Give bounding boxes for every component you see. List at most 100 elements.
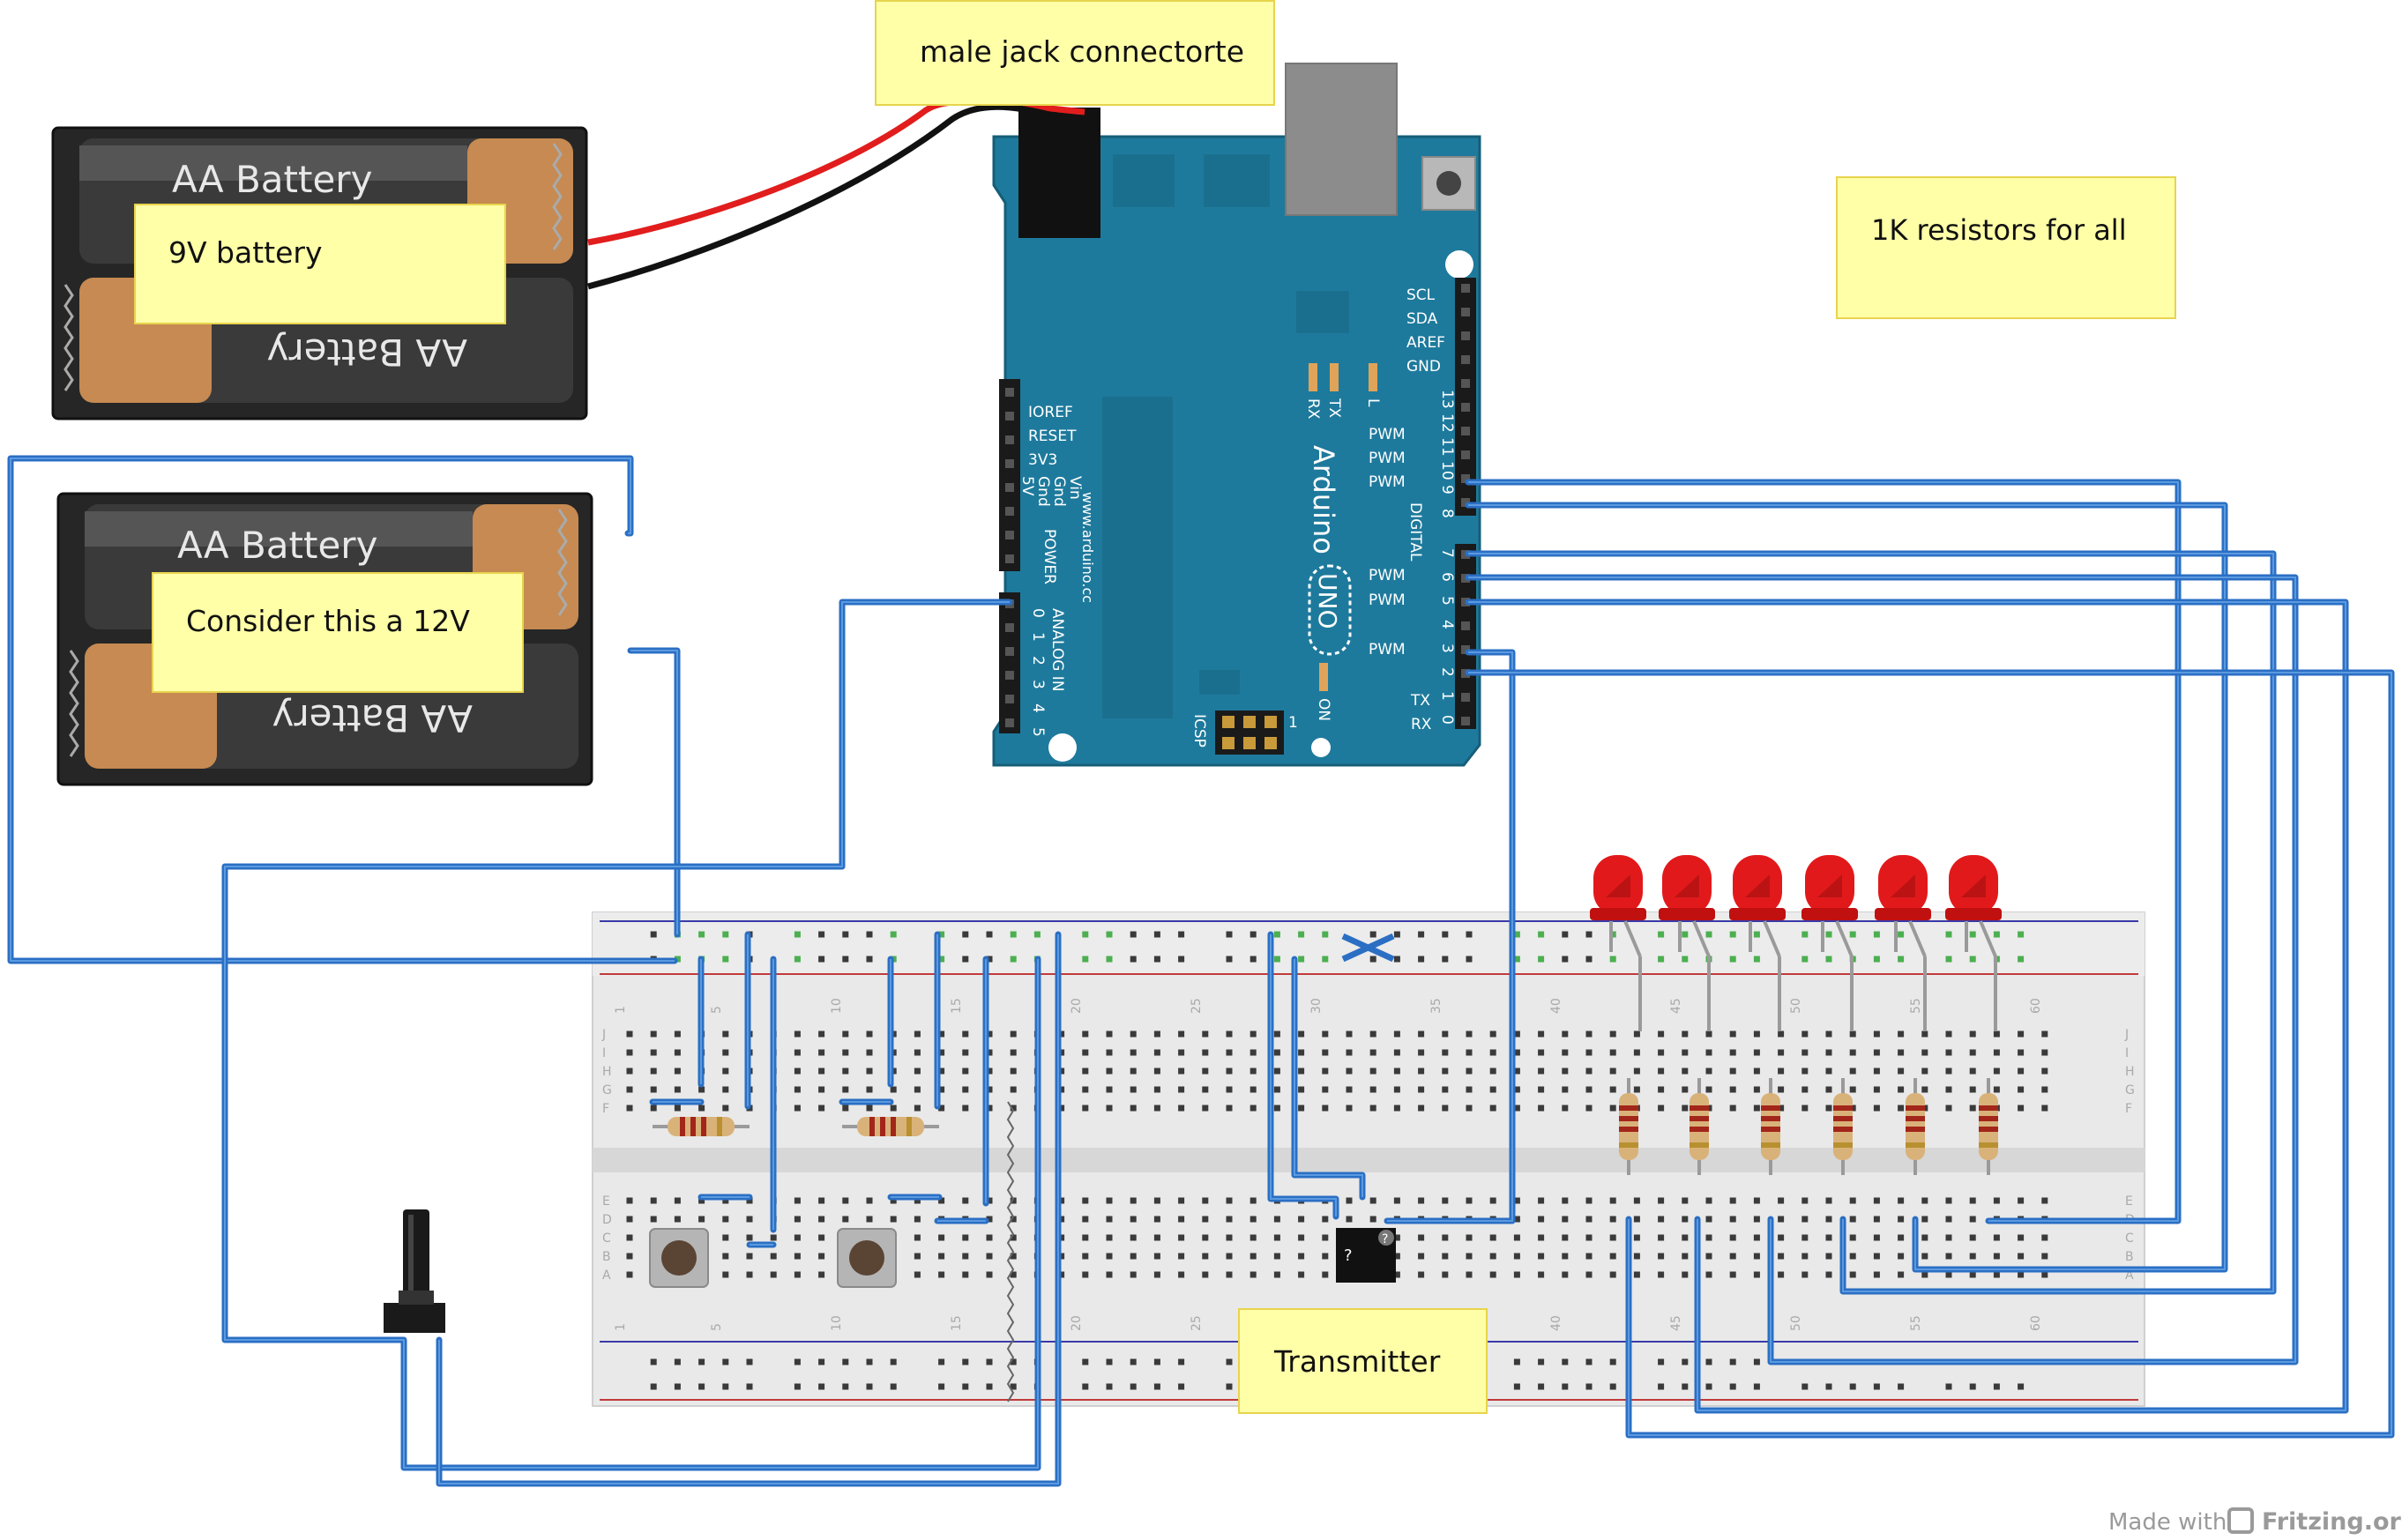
svg-text:1K resistors for all: 1K resistors for all	[1871, 213, 2127, 247]
analog-header-label: ANALOG IN	[1048, 608, 1066, 692]
column-number-top: 20	[1070, 998, 1084, 1014]
row-letter: B	[602, 1250, 611, 1264]
note-battery9v: 9V battery	[134, 204, 506, 324]
digital-pin-label: 2	[1438, 667, 1456, 677]
battery-label: AA Battery	[267, 331, 467, 374]
digital-header-pin-label: SDA	[1406, 310, 1438, 328]
made-with-text: Made with	[2108, 1509, 2227, 1536]
fritzing-logo-icon	[2227, 1507, 2254, 1534]
analog-pin-label: 3	[1029, 680, 1047, 689]
row-letter: D	[602, 1213, 612, 1227]
column-number-top: 60	[2029, 998, 2043, 1014]
power-pin-label: Gnd	[1050, 476, 1068, 507]
row-letter: H	[2125, 1065, 2135, 1079]
fritzing-watermark: Made with Fritzing.org	[2108, 1507, 2402, 1536]
transmitter-ic: ? ?	[1336, 1228, 1396, 1283]
red-led-2	[1659, 855, 1715, 1031]
svg-text:Consider this a 12V: Consider this a 12V	[186, 604, 470, 638]
column-number-top: 15	[950, 998, 964, 1014]
note-jack: male jack connectorte	[875, 0, 1275, 106]
power-pin-label: 3V3	[1028, 451, 1057, 469]
column-number-bottom: 25	[1190, 1315, 1204, 1331]
note-battery12v: Consider this a 12V	[152, 572, 524, 693]
row-letter: E	[602, 1194, 610, 1209]
resistor-2	[842, 1117, 939, 1136]
battery-label: AA Battery	[172, 158, 372, 201]
digital-pin-label: 11	[1438, 437, 1456, 457]
jumper-wire-2	[627, 647, 681, 938]
column-number-top: 40	[1549, 998, 1563, 1014]
resistor-8	[1979, 1078, 1998, 1175]
row-letter: H	[602, 1065, 612, 1079]
jumper-wires	[7, 455, 2395, 1487]
row-letter: J	[601, 1028, 606, 1042]
resistor-1	[653, 1117, 750, 1136]
digital-pin-label: 9	[1438, 485, 1456, 495]
onboard-led-label: ON	[1315, 698, 1332, 721]
column-number-bottom: 60	[2029, 1315, 2043, 1331]
digital-pin-label: 5	[1438, 596, 1456, 606]
row-letter: G	[602, 1083, 612, 1097]
arduino-url: www.arduino.cc	[1079, 492, 1096, 603]
ic-mark-1: ?	[1344, 1246, 1353, 1265]
row-letter: F	[602, 1102, 609, 1116]
red-led-3	[1729, 855, 1786, 1031]
column-number-top: 10	[830, 998, 844, 1014]
digital-pin-label: 12	[1438, 413, 1456, 433]
push-button-2[interactable]	[837, 1228, 897, 1288]
note-transmitter: Transmitter	[1238, 1308, 1488, 1414]
red-led-6	[1945, 855, 2002, 1031]
column-number-top: 35	[1429, 998, 1443, 1014]
digital-pin-label: 4	[1438, 620, 1456, 629]
analog-pin-label: 4	[1029, 703, 1047, 713]
row-letter: I	[602, 1046, 606, 1060]
crossed-jumper	[1341, 933, 1395, 963]
push-button-1[interactable]	[649, 1228, 709, 1288]
digital-pin-label: 3	[1438, 644, 1456, 653]
column-number-bottom: 40	[1549, 1315, 1563, 1331]
battery-label: AA Battery	[272, 696, 473, 740]
red-led-4	[1802, 855, 1858, 1031]
digital-pin-label: 0	[1438, 715, 1456, 725]
digital-pin-label: 8	[1438, 509, 1456, 518]
onboard-led-label: TX	[1325, 398, 1343, 418]
pwm-label: PWM	[1369, 591, 1406, 609]
column-number-bottom: 50	[1789, 1315, 1803, 1331]
column-number-top: 30	[1309, 998, 1324, 1014]
power-pin-label: 5V	[1018, 476, 1036, 496]
analog-pin-label: 2	[1029, 656, 1047, 666]
potentiometer[interactable]	[384, 1209, 445, 1333]
pwm-label: PWM	[1369, 450, 1406, 467]
column-number-bottom: 20	[1070, 1315, 1084, 1331]
pwm-label: PWM	[1369, 473, 1406, 491]
analog-pin-label: 1	[1029, 632, 1047, 642]
ic-mark-2: ?	[1382, 1232, 1388, 1246]
column-number-bottom: 55	[1909, 1315, 1923, 1331]
power-pin-label: IOREF	[1028, 404, 1073, 421]
digital-header-pin-label: SCL	[1406, 286, 1436, 304]
row-letter: C	[602, 1231, 611, 1246]
column-number-top: 50	[1789, 998, 1803, 1014]
note-resistors: 1K resistors for all	[1836, 176, 2176, 319]
dc-power-jack	[1018, 108, 1100, 238]
row-letter: F	[2125, 1102, 2132, 1116]
resistor-3	[1619, 1078, 1638, 1175]
row-letter: A	[2125, 1268, 2134, 1283]
column-number-bottom: 45	[1669, 1315, 1683, 1331]
column-number-top: 25	[1190, 998, 1204, 1014]
column-number-bottom: 15	[950, 1315, 964, 1331]
pwm-label: PWM	[1369, 567, 1406, 584]
power-pin-label: RESET	[1028, 428, 1077, 445]
icsp-label: ICSP	[1190, 714, 1208, 748]
battery-label: AA Battery	[177, 524, 377, 567]
row-letter: B	[2125, 1250, 2134, 1264]
row-letter: C	[2125, 1231, 2134, 1246]
row-letter: I	[2125, 1046, 2129, 1060]
red-led-1	[1590, 855, 1646, 1031]
digital-pin-label: 7	[1438, 548, 1456, 558]
icsp-pin-one: 1	[1288, 714, 1298, 732]
power-pin-label: Gnd	[1034, 476, 1052, 507]
